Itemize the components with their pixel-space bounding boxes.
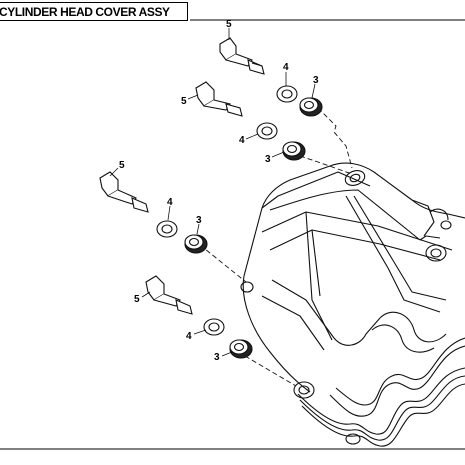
callout-leaders [109, 28, 316, 357]
cylinder-head-cover [242, 162, 465, 447]
title-box: CYLINDER HEAD COVER ASSY [0, 2, 188, 21]
washer-2 [256, 122, 278, 140]
bolt-1 [219, 37, 265, 75]
leader-set-4 [244, 355, 297, 387]
leader-set-2 [299, 155, 353, 175]
fastener-set-4 [145, 275, 253, 359]
washer-1 [276, 85, 298, 103]
washer-3 [156, 220, 178, 238]
callout-5: 5 [226, 19, 232, 30]
fastener-set-1 [219, 37, 323, 117]
callout-3: 3 [265, 154, 271, 165]
leader-set-1 [317, 107, 353, 169]
bolt-4 [145, 275, 193, 315]
grommet-1 [299, 97, 323, 117]
diagram-title: CYLINDER HEAD COVER ASSY [0, 5, 170, 19]
callout-4: 4 [283, 62, 289, 73]
cover-grommet-holes [240, 170, 452, 445]
assembly-leaders [199, 107, 353, 387]
callout-4: 4 [239, 135, 245, 146]
grommet-2 [282, 141, 306, 161]
callout-4: 4 [186, 331, 192, 342]
bolt-2 [195, 81, 243, 117]
callout-4: 4 [167, 197, 173, 208]
callout-labels: 5 4 3 5 4 3 5 4 3 5 4 3 [119, 19, 319, 363]
grommet-3 [184, 234, 208, 254]
fastener-set-3 [99, 171, 208, 254]
callout-3: 3 [313, 75, 319, 86]
fastener-set-2 [195, 81, 306, 161]
callout-3: 3 [214, 352, 220, 363]
callout-3: 3 [196, 215, 202, 226]
callout-5: 5 [119, 160, 125, 171]
callout-5: 5 [181, 96, 187, 107]
bolt-3 [99, 171, 149, 213]
grommet-4 [229, 339, 253, 359]
callout-5: 5 [134, 294, 140, 305]
washer-4 [203, 318, 225, 336]
leader-set-3 [199, 244, 247, 283]
